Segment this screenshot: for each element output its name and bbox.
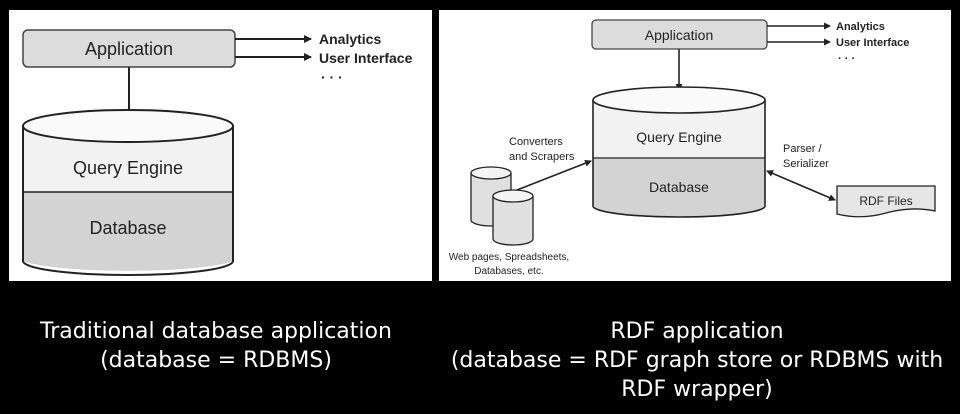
converters-arrow bbox=[516, 159, 592, 191]
parser-label-line1: Parser / bbox=[783, 143, 822, 155]
sources-label-line1: Web pages, Spreadsheets, bbox=[449, 252, 569, 263]
rdf-files-label: RDF Files bbox=[859, 194, 912, 208]
analytics-label: Analytics bbox=[319, 31, 381, 47]
query-engine-label: Query Engine bbox=[73, 158, 183, 178]
query-engine-label: Query Engine bbox=[636, 129, 722, 145]
rdf-caption-line3: RDF wrapper) bbox=[621, 377, 773, 402]
more-outputs-ellipsis: · · · bbox=[321, 69, 343, 85]
rdf-caption-line2: (database = RDF graph store or RDBMS wit… bbox=[450, 348, 944, 373]
cylinder-top bbox=[22, 109, 234, 143]
converters-label-line2: and Scrapers bbox=[509, 151, 575, 163]
user-interface-label: User Interface bbox=[836, 37, 909, 49]
query-engine-section bbox=[593, 100, 765, 158]
source-cylinder-front bbox=[492, 196, 534, 246]
parser-label-line2: Serializer bbox=[783, 158, 829, 170]
cylinder-top bbox=[592, 86, 766, 114]
database-section bbox=[23, 192, 233, 271]
database-section bbox=[593, 158, 765, 217]
traditional-diagram-panel: Application Analytics User Interface · ·… bbox=[9, 10, 432, 281]
parser-serializer-arrow bbox=[766, 170, 836, 201]
traditional-diagram: Application Analytics User Interface · ·… bbox=[22, 29, 413, 276]
analytics-label: Analytics bbox=[836, 21, 885, 33]
rdf-diagram-panel: Application Analytics User Interface · ·… bbox=[439, 10, 951, 281]
database-label: Database bbox=[649, 179, 709, 195]
application-label: Application bbox=[85, 39, 173, 59]
application-label: Application bbox=[645, 27, 714, 43]
user-interface-label: User Interface bbox=[319, 50, 413, 66]
traditional-caption-line2: (database = RDBMS) bbox=[100, 348, 332, 373]
more-outputs-ellipsis: · · · bbox=[838, 53, 855, 65]
rdf-caption: RDF application (database = RDF graph st… bbox=[436, 317, 958, 404]
traditional-caption-line1: Traditional database application bbox=[40, 319, 392, 344]
sources-label-line2: Databases, etc. bbox=[474, 266, 543, 277]
traditional-caption: Traditional database application (databa… bbox=[0, 317, 432, 375]
database-label: Database bbox=[89, 218, 166, 238]
converters-label-line1: Converters bbox=[509, 136, 563, 148]
rdf-diagram: Application Analytics User Interface · ·… bbox=[449, 19, 936, 277]
rdf-files-document bbox=[836, 185, 936, 218]
query-engine-section bbox=[23, 126, 233, 192]
rdf-caption-line1: RDF application bbox=[610, 319, 784, 344]
